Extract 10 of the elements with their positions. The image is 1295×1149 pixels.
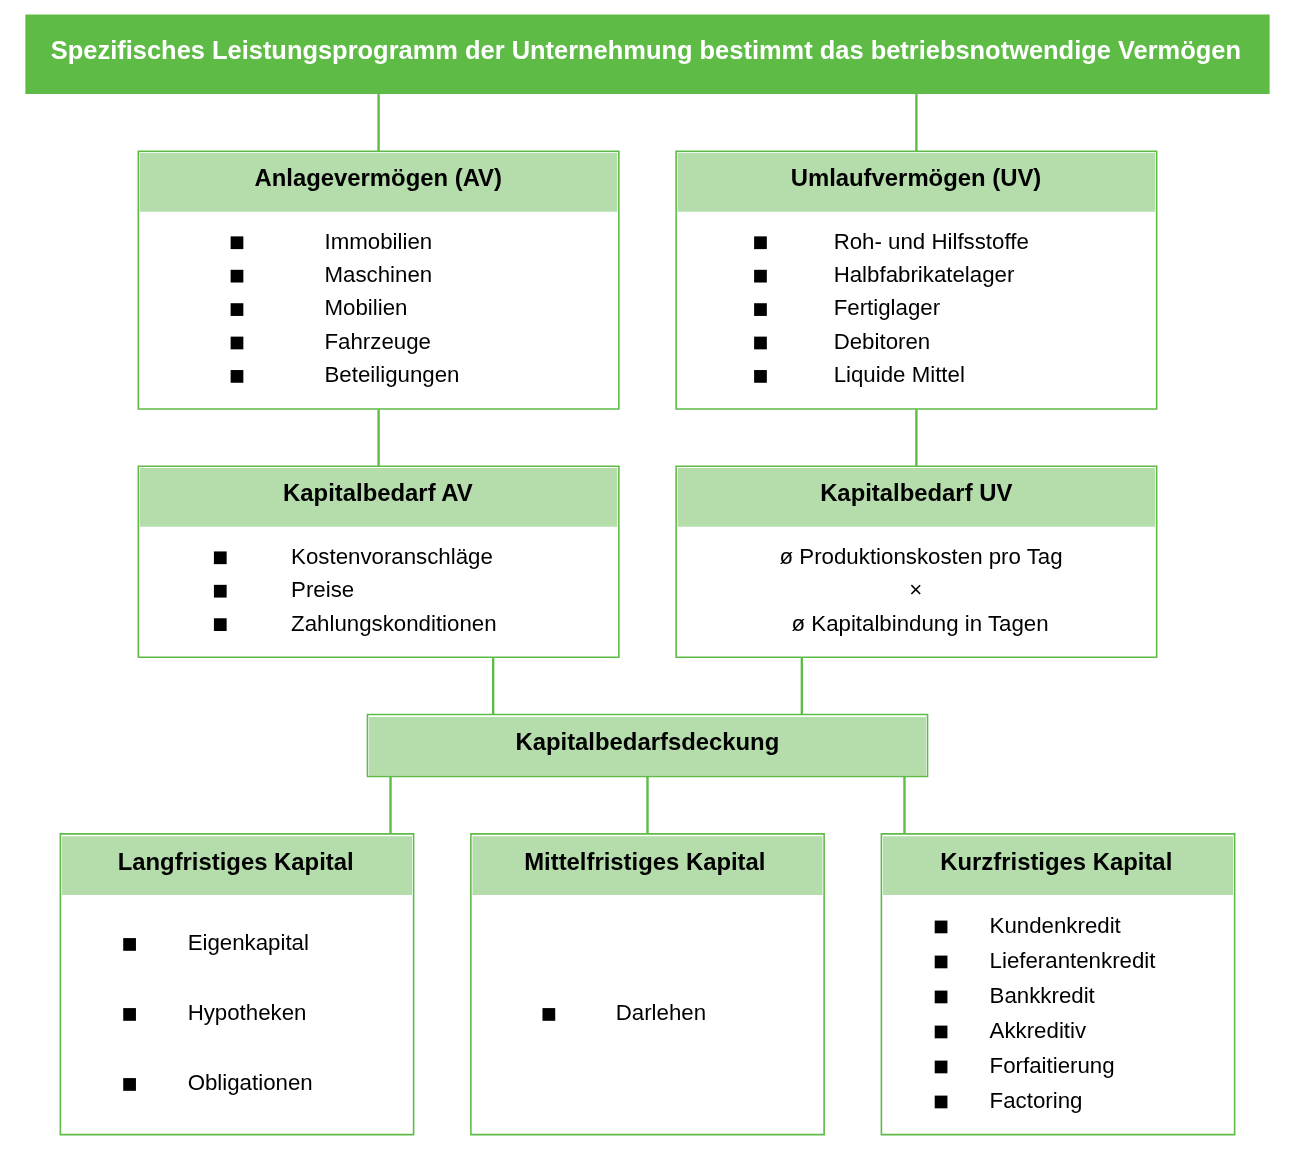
connector [389,776,392,834]
connector [377,94,380,151]
connector [915,94,918,151]
connector [915,409,918,467]
connector [491,657,495,715]
connector [800,657,804,715]
connector [903,776,906,834]
connector [646,776,649,834]
connector [377,409,380,467]
node-box: Spezifisches Leistungsprogramm der Unternehmung bestimmt das betriebsnotwendige Vermögen [25,14,1270,94]
